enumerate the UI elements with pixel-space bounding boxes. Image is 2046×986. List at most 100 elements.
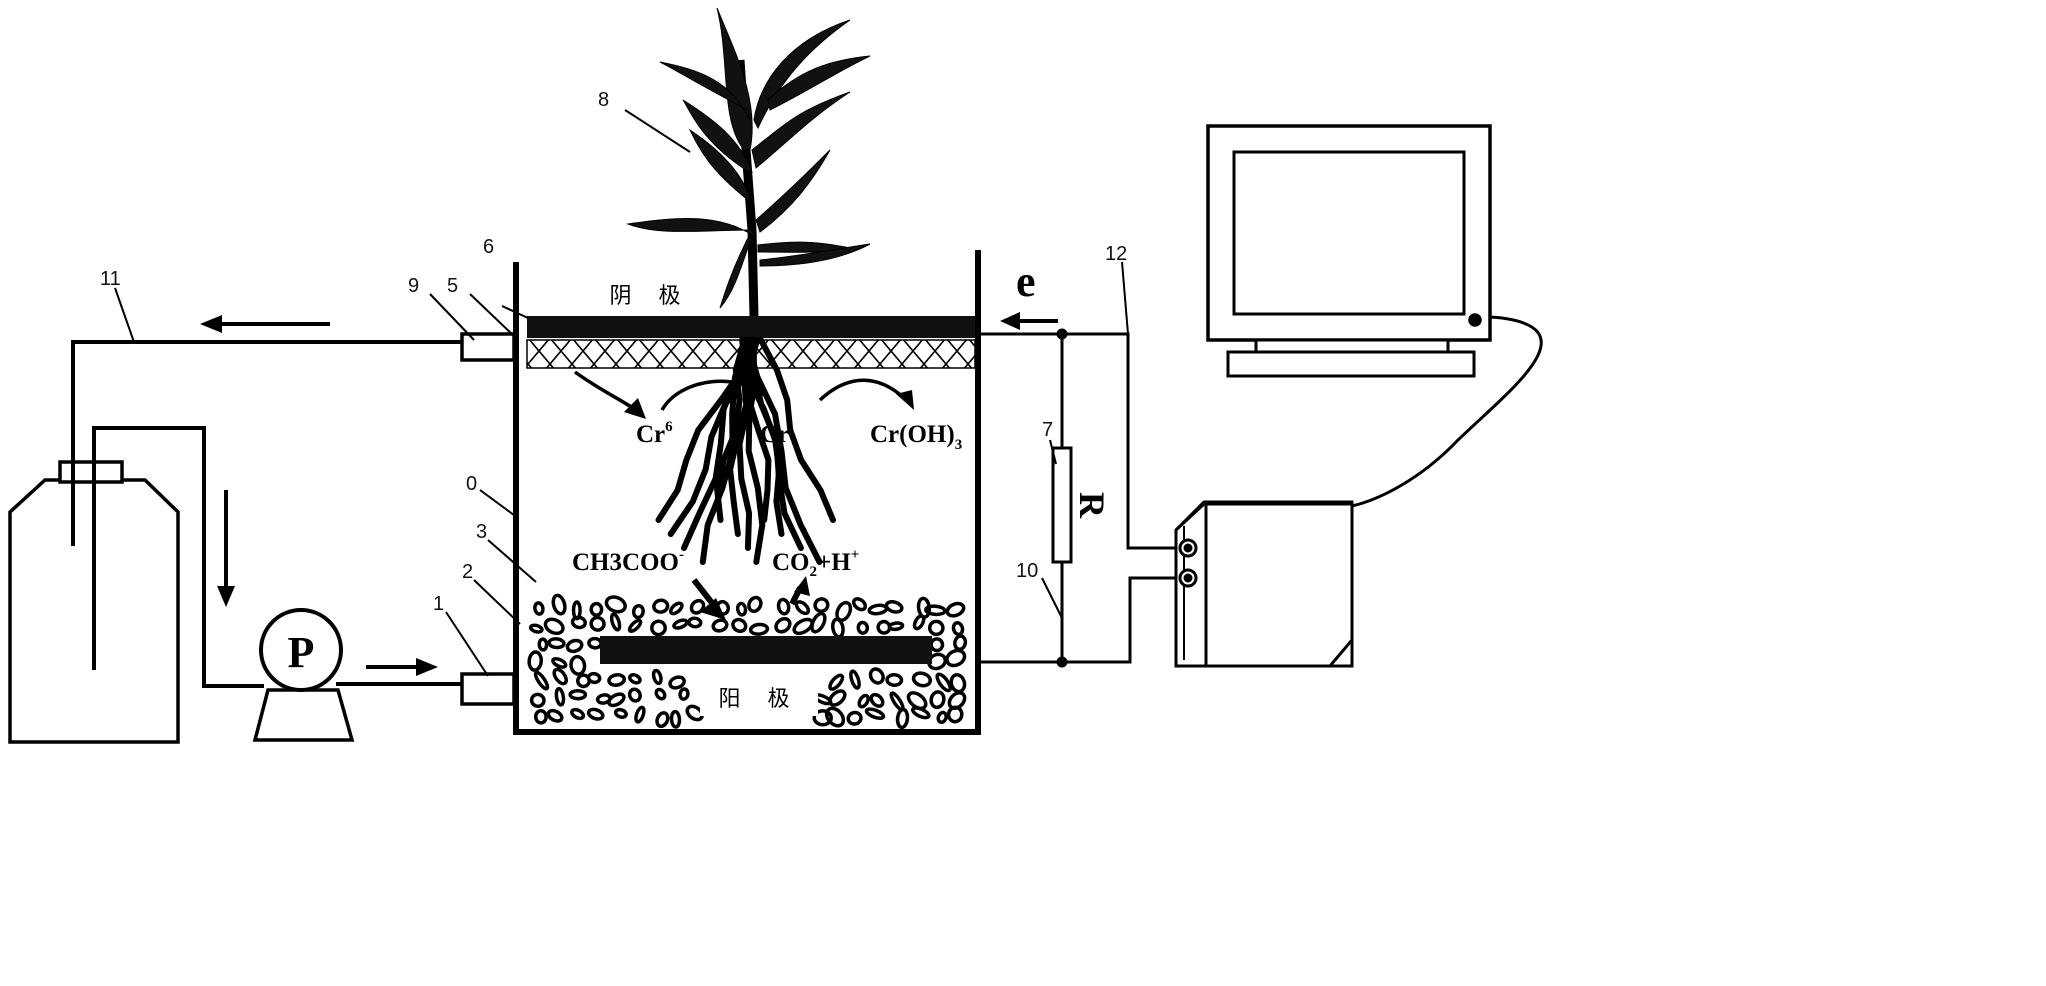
gravel-pebble xyxy=(849,669,861,690)
gravel-pebble xyxy=(924,604,947,617)
gravel-pebble xyxy=(569,654,587,676)
gravel-pebble xyxy=(527,650,543,672)
gravel-pebble xyxy=(589,615,606,632)
gravel-pebble xyxy=(546,708,564,723)
label-9: 9 xyxy=(408,275,419,297)
label-5: 5 xyxy=(447,275,458,297)
gravel-pebble xyxy=(570,707,586,721)
gravel-pebble xyxy=(586,671,602,685)
gravel-pebble xyxy=(876,619,892,635)
plant xyxy=(626,7,871,565)
gravel-pebble xyxy=(935,672,952,693)
gravel-pebble xyxy=(651,668,663,686)
resistor xyxy=(1051,446,1073,564)
gravel-pebble xyxy=(655,711,670,729)
gravel-pebble xyxy=(927,619,945,637)
croh3-label: Cr(OH)3 xyxy=(870,421,962,453)
gravel-pebble xyxy=(631,603,645,620)
plant-roots xyxy=(655,337,836,565)
gravel-pebble xyxy=(554,686,566,707)
plant-root xyxy=(744,337,772,523)
plant-root xyxy=(757,337,836,523)
plant-leaves xyxy=(626,7,871,309)
flow-arrows xyxy=(200,312,1058,676)
anode-label: 阳 极 xyxy=(719,687,800,712)
gravel-pebbles xyxy=(527,593,968,730)
gravel-pebble xyxy=(857,693,870,709)
label-7: 7 xyxy=(1042,419,1053,441)
gravel-pebble xyxy=(533,601,545,616)
gravel-pebble xyxy=(929,690,946,710)
resistor-letter: R xyxy=(1072,492,1112,519)
gravel-pebble xyxy=(565,638,584,654)
reaction-arrows xyxy=(573,370,914,620)
part-numbers: 8 6 9 5 11 12 7 10 0 3 2 1 xyxy=(100,89,1127,615)
gravel-pebble xyxy=(627,687,642,703)
gravel-pebble xyxy=(869,692,885,708)
gravel-pebble xyxy=(856,620,870,635)
label-2: 2 xyxy=(462,561,473,583)
gravel-pebble xyxy=(864,707,886,721)
acetate-label: CH3COO- xyxy=(572,547,684,576)
gravel-pebble xyxy=(828,673,845,691)
tank-walls xyxy=(513,250,981,735)
external-circuit xyxy=(978,315,1543,668)
gravel-pebble xyxy=(828,689,847,707)
plant-root xyxy=(739,337,804,551)
gravel-pebble xyxy=(613,707,628,719)
gravel-pebble xyxy=(748,622,770,636)
gravel-pebble xyxy=(570,615,587,630)
cathode-plate xyxy=(527,316,975,338)
gravel-pebble xyxy=(884,600,904,614)
gravel-pebble xyxy=(668,601,684,616)
gravel-pebble xyxy=(652,598,670,614)
gravel-pebble xyxy=(604,595,627,614)
gravel-pebble xyxy=(533,670,550,691)
outlet-port xyxy=(460,332,516,362)
gravel-pebble xyxy=(589,601,604,617)
gravel-pebble xyxy=(906,691,928,711)
gravel-pebble xyxy=(824,706,846,728)
gravel-pebble xyxy=(947,691,967,710)
gravel-pebble xyxy=(810,611,827,634)
gravel-pebble xyxy=(911,671,933,688)
gravel-pebble xyxy=(685,704,704,722)
gravel-pebble xyxy=(711,618,729,633)
gravel-pebble xyxy=(607,673,626,687)
gravel-pebble xyxy=(607,692,626,708)
pump: P xyxy=(252,608,355,742)
gravel-pebble xyxy=(528,623,544,634)
gravel-pebble xyxy=(672,618,689,630)
gravel-pebble xyxy=(910,706,931,720)
gravel-pebble xyxy=(537,637,549,652)
gravel-pebble xyxy=(609,612,622,632)
tubing xyxy=(71,340,462,688)
gravel-pebble xyxy=(946,705,964,724)
cr3-label: Cr xyxy=(760,421,789,448)
gravel-pebble xyxy=(668,675,686,690)
label-10: 10 xyxy=(1016,560,1038,582)
gravel-pebble xyxy=(568,688,588,701)
gravel-pebble xyxy=(887,621,905,632)
gravel-pebble xyxy=(927,652,948,671)
gravel-pebble xyxy=(689,598,706,615)
gravel-pebble xyxy=(547,637,566,650)
gravel-pebble xyxy=(628,673,642,685)
inlet-port xyxy=(460,672,516,706)
monitor-power-icon xyxy=(1468,313,1482,327)
label-0: 0 xyxy=(466,473,477,495)
gravel-pebble xyxy=(551,656,568,669)
gravel-pebble xyxy=(627,618,643,633)
gravel-pebble xyxy=(678,687,690,701)
computer-monitor xyxy=(1206,124,1492,378)
label-3: 3 xyxy=(476,521,487,543)
gravel-pebble xyxy=(543,617,565,636)
label-1: 1 xyxy=(433,593,444,615)
plant-root xyxy=(714,337,748,523)
data-logger xyxy=(1174,500,1354,668)
label-12: 12 xyxy=(1105,243,1127,265)
gravel-pebble xyxy=(813,597,830,614)
gravel-pebble xyxy=(735,601,748,617)
gravel-pebble xyxy=(945,648,967,668)
gravel-pebble xyxy=(634,705,646,724)
